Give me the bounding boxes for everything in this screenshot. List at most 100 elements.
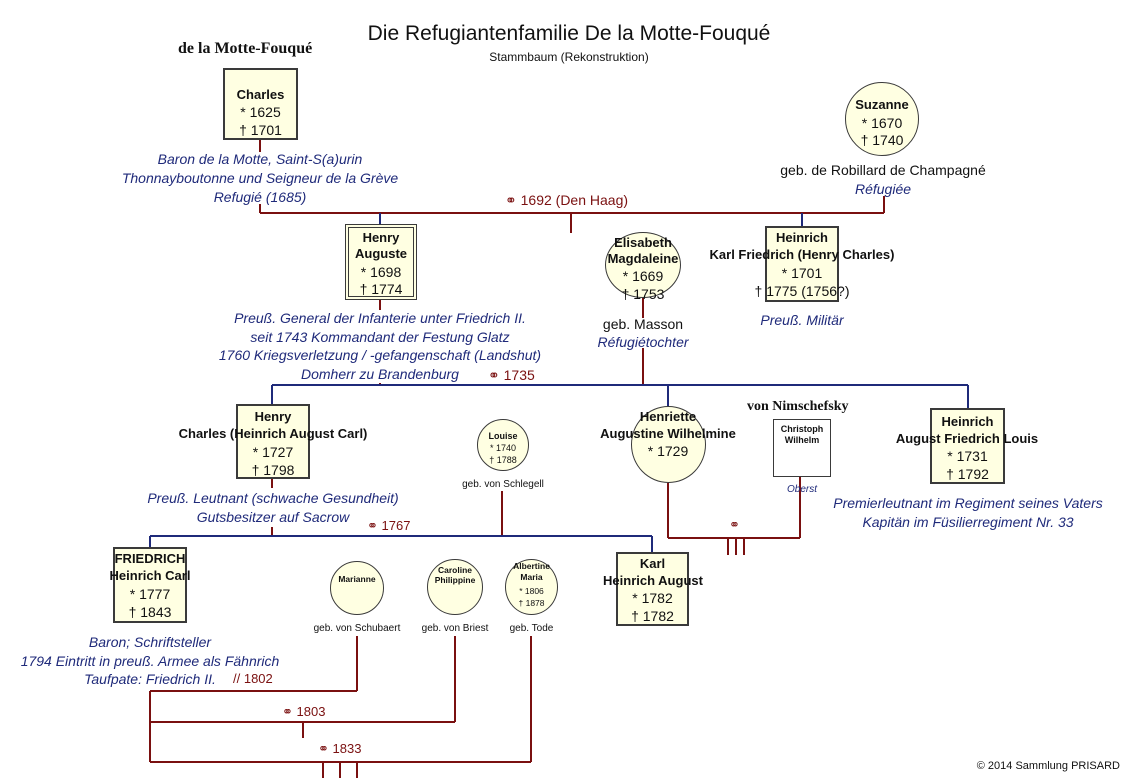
person-name: Caroline xyxy=(437,565,472,575)
person-name: Albertine xyxy=(513,561,550,571)
person-note-plain: geb. Masson xyxy=(602,316,684,332)
death-date: † 1788 xyxy=(489,455,517,465)
death-date: † 1843 xyxy=(128,604,172,620)
person-note-plain: geb. von Schubaert xyxy=(313,623,401,634)
family-name-label: de la Motte-Fouqué xyxy=(178,40,313,57)
person-name: Wilhelm xyxy=(784,435,820,445)
person-note-plain: geb. de Robillard de Champagné xyxy=(780,162,986,178)
person-box-karl xyxy=(616,552,689,626)
person-box-henry-charles xyxy=(236,404,310,479)
birth-date: * 1777 xyxy=(129,586,171,602)
person-note: 1794 Eintritt in preuß. Armee als Fähnri… xyxy=(20,653,280,669)
person-name: Christoph xyxy=(780,424,824,434)
person-note: Kapitän im Füsilierregiment Nr. 33 xyxy=(862,514,1074,530)
person-note: Taufpate: Friedrich II. xyxy=(84,671,216,687)
person-name: Augustine Wilhelmine xyxy=(600,426,736,441)
person-note: Baron de la Motte, Saint-S(a)urin xyxy=(157,151,363,167)
birth-date: * 1740 xyxy=(489,443,517,453)
page-subtitle: Stammbaum (Rekonstruktion) xyxy=(489,50,649,64)
death-date: † 1775 (1756?) xyxy=(754,283,850,299)
person-note: Preuß. Militär xyxy=(760,312,844,328)
person-name: Louise xyxy=(488,431,518,441)
person-box-heinrich-karl-friedrich xyxy=(765,226,839,302)
person-name: Elisabeth xyxy=(614,235,672,250)
divorce-label: // 1802 xyxy=(233,671,273,686)
person-name: Heinrich Carl xyxy=(109,568,191,583)
person-name: Philippine xyxy=(434,575,476,585)
marriage-label: ⚭ 1803 xyxy=(282,704,326,719)
person-name: Suzanne xyxy=(855,97,909,112)
person-name: Magdaleine xyxy=(607,251,679,266)
person-name: Henriette xyxy=(639,409,697,424)
marriage-label: ⚭ xyxy=(729,517,740,532)
birth-date: * 1625 xyxy=(240,104,281,120)
death-date: † 1792 xyxy=(946,466,989,482)
birth-date: * 1727 xyxy=(252,444,294,460)
birth-date: * 1701 xyxy=(781,265,823,281)
person-circle-suzanne xyxy=(845,82,919,156)
person-note: Refugié (1685) xyxy=(213,189,307,205)
person-note: Preuß. General der Infanterie unter Frie… xyxy=(234,310,526,326)
person-circle-marianne xyxy=(330,561,384,615)
birth-date: * 1669 xyxy=(622,268,664,284)
person-note: Réfugiétochter xyxy=(597,334,689,350)
person-name: FRIEDRICH xyxy=(114,551,186,566)
person-box-heinrich-august-friedrich-louis xyxy=(930,408,1005,484)
person-note: Thonnayboutonne und Seigneur de la Grève xyxy=(121,170,399,186)
person-note: Premierleutnant im Regiment seines Vater… xyxy=(833,495,1103,511)
birth-date: * 1698 xyxy=(360,264,402,280)
person-note: seit 1743 Kommandant der Festung Glatz xyxy=(250,329,510,345)
birth-date: * 1670 xyxy=(861,115,903,131)
marriage-label: ⚭ 1767 xyxy=(367,518,411,533)
person-name: Marianne xyxy=(338,574,376,584)
person-name: Charles xyxy=(236,87,285,102)
person-note: Domherr zu Brandenburg xyxy=(301,366,459,382)
birth-date: * 1782 xyxy=(632,590,673,606)
death-date: † 1782 xyxy=(631,608,674,624)
family-name-label-2: von Nimschefsky xyxy=(747,399,849,414)
person-circle-elisabeth xyxy=(605,232,681,298)
marriage-label: ⚭ 1735 xyxy=(488,367,535,383)
death-date: † 1753 xyxy=(621,286,665,302)
person-note: Oberst xyxy=(786,484,817,495)
person-name: Charles (Heinrich August Carl) xyxy=(178,426,368,441)
death-date: † 1798 xyxy=(251,462,295,478)
death-date: † 1740 xyxy=(860,132,904,148)
person-name: Auguste xyxy=(355,246,407,261)
person-note: Baron; Schriftsteller xyxy=(88,634,212,650)
person-name: Henry xyxy=(362,230,400,245)
person-name: Heinrich August xyxy=(603,573,703,588)
birth-date: * 1729 xyxy=(647,443,689,459)
person-name: Maria xyxy=(520,572,543,582)
person-circle-albertine xyxy=(505,559,558,615)
person-name: Heinrich xyxy=(941,414,994,429)
copyright-notice: © 2014 Sammlung PRISARD xyxy=(976,760,1120,772)
death-date: † 1774 xyxy=(359,281,403,297)
birth-date: * 1731 xyxy=(947,448,988,464)
death-date: † 1701 xyxy=(239,122,282,138)
person-name: Karl Friedrich (Henry Charles) xyxy=(709,247,895,262)
person-note: Réfugiée xyxy=(854,181,912,197)
person-circle-henriette xyxy=(631,406,706,483)
page-title: Die Refugiantenfamilie De la Motte-Fouqu… xyxy=(367,22,771,45)
marriage-label: ⚭ 1692 (Den Haag) xyxy=(505,192,629,208)
birth-date: * 1806 xyxy=(519,586,544,596)
person-note: Preuß. Leutnant (schwache Gesundheit) xyxy=(147,490,399,506)
person-note-plain: geb. von Schlegell xyxy=(462,479,544,490)
marriage-label: ⚭ 1833 xyxy=(318,741,362,756)
person-circle-caroline xyxy=(427,559,483,615)
person-box-henry-auguste xyxy=(345,224,417,300)
death-date: † 1878 xyxy=(518,598,545,608)
person-name: Karl xyxy=(639,556,666,571)
person-name: August Friedrich Louis xyxy=(895,431,1039,446)
person-circle-louise xyxy=(477,419,529,471)
person-name: Heinrich xyxy=(775,230,828,245)
person-name: Henry xyxy=(254,409,292,424)
person-note: Gutsbesitzer auf Sacrow xyxy=(196,509,350,525)
person-note-plain: geb. von Briest xyxy=(421,623,489,634)
person-note-plain: geb. Tode xyxy=(509,623,554,634)
person-note: 1760 Kriegsverletzung / -gefangenschaft … xyxy=(218,347,542,363)
person-box-friedrich xyxy=(113,547,187,623)
person-box-charles xyxy=(223,68,298,140)
